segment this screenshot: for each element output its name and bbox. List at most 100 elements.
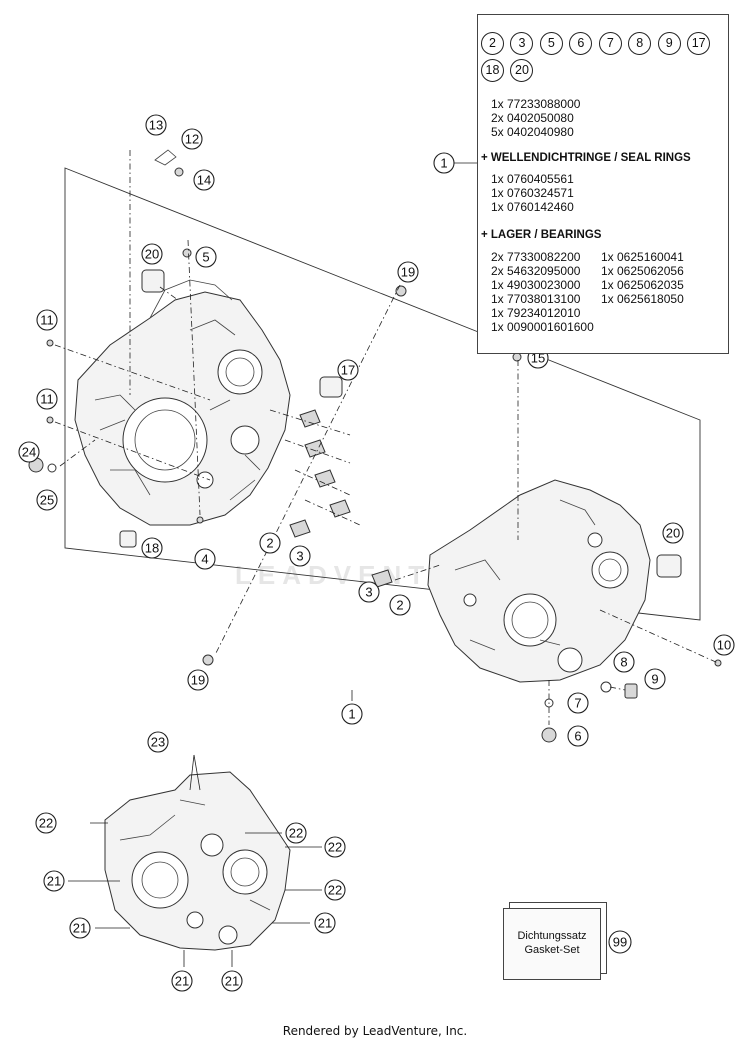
bearing-line: 1x 77038013100 [491,292,581,306]
callout-14: 14 [193,169,215,191]
callout-10: 10 [713,634,735,656]
svg-text:3: 3 [296,549,303,564]
svg-text:7: 7 [574,696,581,711]
callout-11-top: 11 [36,309,58,331]
kit-item: 7 [598,32,622,55]
kit-item: 3 [510,32,534,55]
svg-text:25: 25 [40,493,54,508]
kit-item: 17 [687,32,711,55]
kit-item: 6 [569,32,593,55]
svg-text:1: 1 [348,707,355,722]
callout-7: 7 [567,692,589,714]
callout-3-left: 3 [289,545,311,567]
seal-ring-line: 1x 0760405561 [491,172,574,186]
bearing-line: 1x 49030023000 [491,278,581,292]
callout-1-main: 1 [341,703,363,725]
callout-23: 23 [147,731,169,753]
svg-text:10: 10 [717,638,731,653]
bushing-17 [319,376,343,398]
svg-text:21: 21 [225,974,239,989]
gasket-set-label-de: Dichtungssatz [517,930,587,942]
svg-text:13: 13 [149,118,163,133]
svg-text:15: 15 [531,351,545,366]
svg-text:5: 5 [202,250,209,265]
bushing-18 [119,530,137,548]
callout-22-d: 22 [324,879,346,901]
svg-text:14: 14 [197,173,211,188]
callout-22-b: 22 [285,822,307,844]
callout-22-a: 22 [35,812,57,834]
svg-text:4: 4 [201,552,208,567]
callout-3-right: 3 [358,581,380,603]
svg-text:21: 21 [47,874,61,889]
svg-text:22: 22 [39,816,53,831]
kit-part-line: 5x 0402040980 [491,125,574,139]
screw-11-top [46,339,54,347]
left-crankcase-half [74,279,291,526]
gasket-set-box: Dichtungssatz Gasket-Set [503,908,601,980]
svg-text:11: 11 [40,392,54,407]
callout-2-right: 2 [389,594,411,616]
callout-2-left: 2 [259,532,281,554]
callout-21-e: 21 [221,970,243,992]
washer-8 [600,681,612,693]
svg-text:19: 19 [191,673,205,688]
washer-2-3-set-right [371,569,393,588]
svg-text:21: 21 [175,974,189,989]
crankcase-inner-view [104,771,291,951]
screw-15 [512,352,522,362]
svg-text:9: 9 [651,672,658,687]
svg-text:1: 1 [440,156,447,171]
screw-14 [174,167,184,177]
bearing-line: 2x 54632095000 [491,264,581,278]
screw-4 [196,516,204,524]
bearings-heading: + LAGER / BEARINGS [481,229,602,241]
callout-5: 5 [195,246,217,268]
gasket-set-label-en: Gasket-Set [524,944,580,956]
kit-item: 18 [481,59,504,82]
kit-part-line: 2x 0402050080 [491,111,574,125]
callout-13: 13 [145,114,167,136]
seal-ring-line: 1x 0760142460 [491,200,574,214]
kit-included-items: 2 3 5 6 7 8 9 17 18 20 [480,30,720,84]
footer-credit: Rendered by LeadVenture, Inc. [282,1024,468,1038]
callout-24: 24 [18,441,40,463]
screw-11-bottom [46,416,54,424]
centerlines [54,150,719,725]
kit-item: 5 [539,32,563,55]
kit-item: 20 [510,59,534,82]
svg-text:3: 3 [365,585,372,600]
bushing-20-left [141,269,165,293]
svg-text:17: 17 [341,363,355,378]
right-crankcase-half [427,479,651,683]
seal-rings-heading: + WELLENDICHTRINGE / SEAL RINGS [481,152,691,164]
svg-text:11: 11 [40,313,54,328]
bearing-line: 1x 0625618050 [601,292,684,306]
svg-text:18: 18 [145,541,159,556]
callout-9: 9 [644,668,666,690]
svg-text:6: 6 [574,729,581,744]
callout-11-bottom: 11 [36,388,58,410]
washer-2-3-set [289,519,311,538]
callout-8: 8 [613,651,635,673]
screw-5 [182,248,192,258]
callout-21-b: 21 [69,917,91,939]
kit-part-line: 1x 77233088000 [491,97,581,111]
clip-12 [154,149,177,166]
kit-item: 9 [657,32,681,55]
svg-text:20: 20 [666,526,680,541]
svg-text:2: 2 [396,598,403,613]
callout-17: 17 [337,359,359,381]
svg-text:2: 2 [266,536,273,551]
bearing-line: 1x 0625062035 [601,278,684,292]
svg-text:21: 21 [73,921,87,936]
svg-text:20: 20 [145,247,159,262]
dowel-19-bottom [202,654,214,666]
callout-1-kit: 1 [433,152,455,174]
small-parts [28,149,722,743]
kit-item: 2 [481,32,504,55]
bearing-line: 1x 0625062056 [601,264,684,278]
callout-19-bottom: 19 [187,669,209,691]
callout-99: 99 [608,930,632,954]
